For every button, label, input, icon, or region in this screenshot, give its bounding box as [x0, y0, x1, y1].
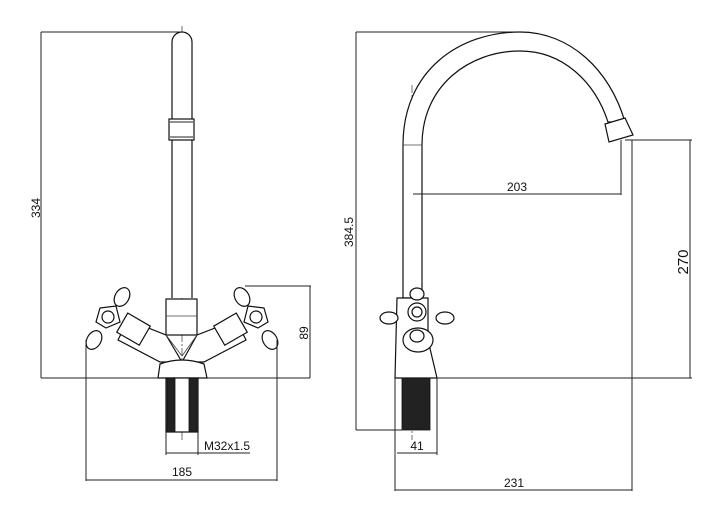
gooseneck-spout	[402, 31, 626, 299]
dimension-270: 270	[437, 139, 692, 379]
dimension-185: 185	[85, 340, 278, 481]
dimension-41: 41	[397, 378, 438, 455]
dimension-label-203: 203	[507, 180, 527, 194]
dimension-label-231: 231	[504, 476, 524, 490]
dimension-label-270: 270	[675, 249, 692, 274]
dimension-label-41: 41	[410, 439, 424, 453]
dimension-label-185: 185	[172, 465, 192, 479]
dimension-label-384-5: 384.5	[342, 217, 356, 247]
front-view: 334	[29, 26, 311, 481]
spout-aerator	[604, 117, 634, 143]
right-cross-handle	[233, 287, 279, 350]
dimension-231: 231	[394, 140, 633, 491]
spout-tube	[171, 31, 193, 298]
side-view: 384.5 270 203	[342, 31, 692, 491]
dimension-203: 203	[413, 140, 622, 195]
thread-label: M32x1.5	[204, 439, 250, 453]
dimension-thread: M32x1.5	[165, 432, 250, 455]
dimension-label-334: 334	[29, 198, 43, 218]
mixer-body	[165, 298, 198, 336]
dimension-89: 89	[245, 285, 311, 378]
side-threaded-shank	[401, 377, 431, 431]
base-flange	[157, 359, 208, 379]
aerator-collar	[168, 118, 195, 141]
side-cross-handle	[379, 287, 455, 343]
left-cross-handle	[85, 287, 131, 350]
dimension-384-5: 384.5	[342, 31, 520, 431]
dimension-label-89: 89	[297, 326, 311, 340]
threaded-shank	[165, 377, 199, 433]
